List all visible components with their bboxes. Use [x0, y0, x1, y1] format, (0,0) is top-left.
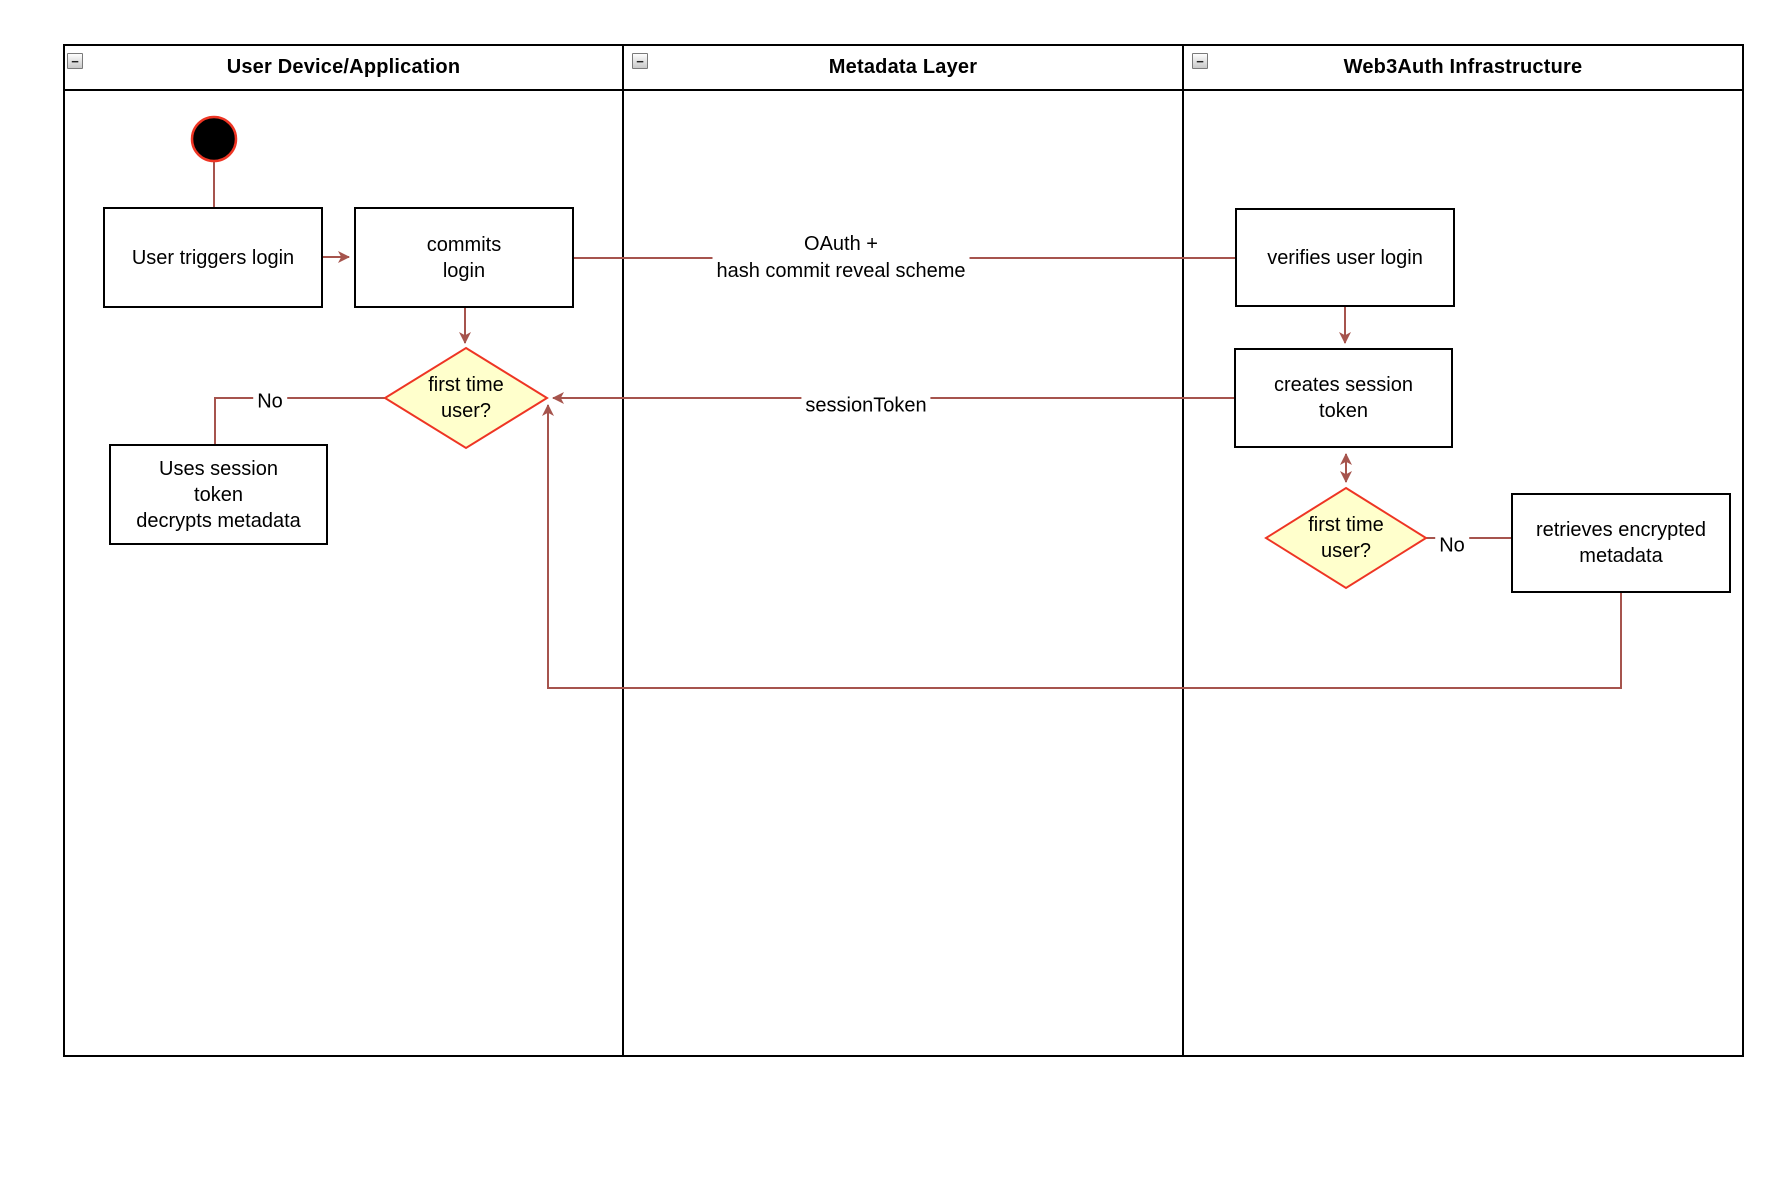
- lane-header-row: User Device/Application Metadata Layer W…: [65, 46, 1742, 91]
- collapse-lane-icon[interactable]: −: [632, 53, 648, 69]
- node-retrieves-encrypted-metadata[interactable]: retrieves encrypted metadata: [1511, 493, 1731, 593]
- collapse-lane-icon[interactable]: −: [67, 53, 83, 69]
- edge-no-device: [214, 397, 385, 444]
- edge-label-session-token: sessionToken: [801, 392, 931, 420]
- decision-first-time-user-device[interactable]: [383, 346, 549, 450]
- node-commits-login[interactable]: commits login: [354, 207, 574, 308]
- edge-metadata-feedback: [542, 404, 1622, 689]
- node-verifies-user-login[interactable]: verifies user login: [1235, 208, 1455, 307]
- collapse-lane-icon[interactable]: −: [1192, 53, 1208, 69]
- lane-title-metadata-layer: Metadata Layer: [828, 56, 978, 78]
- lane-title-user-device: User Device/Application: [226, 56, 461, 78]
- lane-title-web3auth: Web3Auth Infrastructure: [1343, 56, 1583, 78]
- swimlane-pool: User Device/Application Metadata Layer W…: [63, 44, 1744, 1057]
- lane-separator: [622, 46, 624, 1055]
- node-creates-session-token[interactable]: creates session token: [1234, 348, 1453, 448]
- edge-label-no-infra: No: [1435, 532, 1469, 560]
- start-node[interactable]: [190, 115, 238, 163]
- edge-label-no-device: No: [253, 388, 287, 416]
- node-uses-session-token[interactable]: Uses session token decrypts metadata: [109, 444, 328, 545]
- edge-label-oauth: OAuth + hash commit reveal scheme: [712, 231, 970, 285]
- node-user-triggers-login[interactable]: User triggers login: [103, 207, 323, 308]
- lane-separator: [1182, 46, 1184, 1055]
- decision-first-time-user-infra[interactable]: [1264, 486, 1428, 590]
- connector-layer: [190, 115, 1622, 689]
